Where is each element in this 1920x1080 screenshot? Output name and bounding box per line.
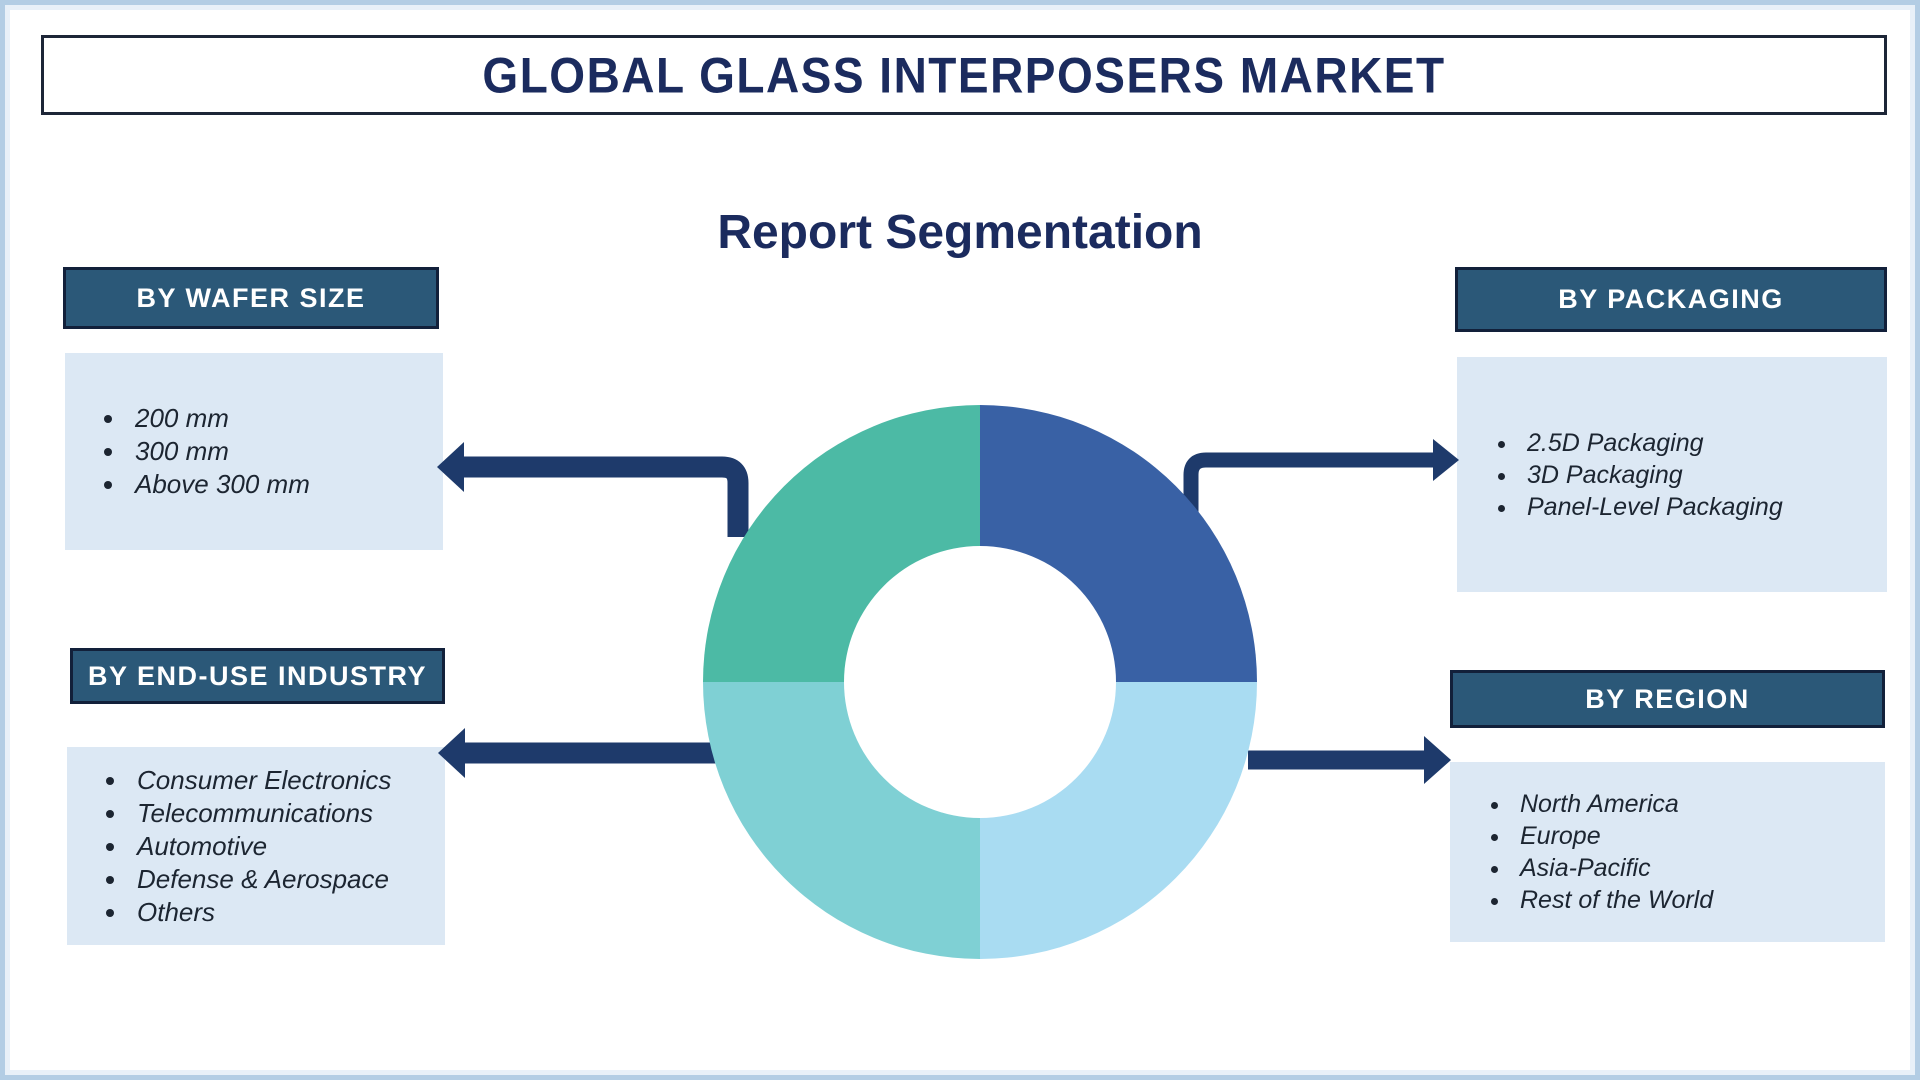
list-item: Automotive [129, 830, 391, 863]
list-item: 3D Packaging [1519, 459, 1783, 491]
section-header-label: BY WAFER SIZE [136, 282, 366, 313]
list-item: 300 mm [127, 435, 310, 468]
section-header-label: BY REGION [1585, 683, 1750, 714]
page-title: GLOBAL GLASS INTERPOSERS MARKET [482, 46, 1446, 104]
panel-packaging: 2.5D Packaging3D PackagingPanel-Level Pa… [1457, 357, 1887, 592]
section-header-end-use: BY END-USE INDUSTRY [70, 648, 445, 704]
list-item: Others [129, 896, 391, 929]
arrow-region [1248, 736, 1451, 784]
arrow-wafer-size [437, 442, 749, 537]
panel-region: North AmericaEuropeAsia-PacificRest of t… [1450, 762, 1885, 942]
list-item: North America [1512, 788, 1713, 820]
list-item: Panel-Level Packaging [1519, 491, 1783, 523]
section-header-region: BY REGION [1450, 670, 1885, 728]
region-list: North AmericaEuropeAsia-PacificRest of t… [1450, 788, 1713, 916]
list-item: 2.5D Packaging [1519, 427, 1783, 459]
list-item: Above 300 mm [127, 468, 310, 501]
panel-end-use: Consumer ElectronicsTelecommunicationsAu… [67, 747, 445, 945]
list-item: Defense & Aerospace [129, 863, 391, 896]
packaging-list: 2.5D Packaging3D PackagingPanel-Level Pa… [1457, 427, 1783, 523]
list-item: Telecommunications [129, 797, 391, 830]
section-header-label: BY PACKAGING [1558, 284, 1784, 314]
list-item: Consumer Electronics [129, 764, 391, 797]
end-use-list: Consumer ElectronicsTelecommunicationsAu… [67, 764, 391, 929]
list-item: Rest of the World [1512, 884, 1713, 916]
section-header-label: BY END-USE INDUSTRY [87, 660, 428, 691]
arrow-packaging [1183, 439, 1459, 513]
section-header-wafer-size: BY WAFER SIZE [63, 267, 439, 329]
section-header-packaging: BY PACKAGING [1455, 267, 1887, 332]
list-item: Asia-Pacific [1512, 852, 1713, 884]
donut-hole [844, 546, 1116, 818]
donut-chart [703, 405, 1257, 959]
arrow-end-use [438, 728, 717, 778]
report-subtitle: Report Segmentation [717, 206, 1203, 259]
wafer-size-list: 200 mm300 mmAbove 300 mm [65, 402, 310, 501]
list-item: Europe [1512, 820, 1713, 852]
list-item: 200 mm [127, 402, 310, 435]
panel-wafer-size: 200 mm300 mmAbove 300 mm [65, 353, 443, 550]
title-box: GLOBAL GLASS INTERPOSERS MARKET [41, 35, 1887, 115]
